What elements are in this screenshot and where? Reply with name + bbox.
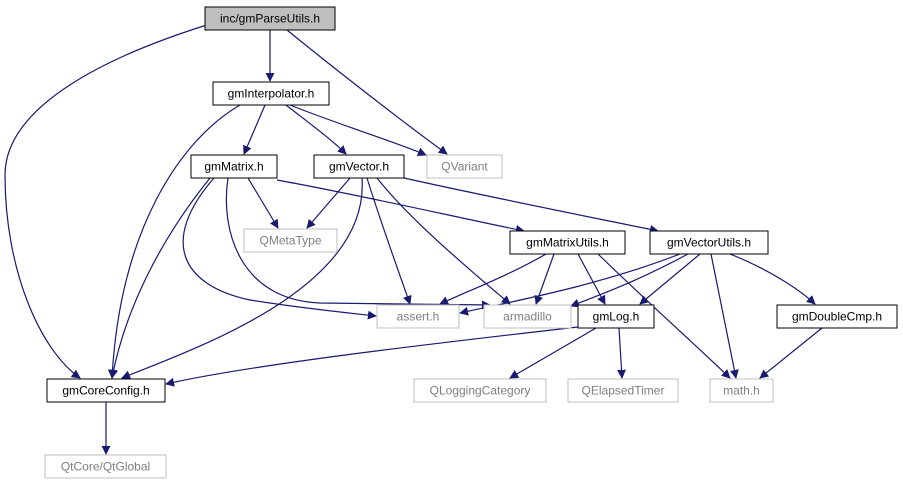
node-qmetatype: QMetaType [243, 228, 338, 253]
edge-matrixutils-to-assert [439, 253, 547, 305]
node-interp[interactable]: gmInterpolator.h [212, 81, 330, 106]
node-label-log: gmLog.h [593, 310, 640, 324]
node-label-doublecmp: gmDoubleCmp.h [792, 310, 882, 324]
edge-vectorutils-to-assert [459, 253, 681, 316]
node-box-doublecmp [776, 304, 898, 329]
node-assert: assert.h [376, 304, 460, 329]
node-box-armadillo [483, 304, 572, 329]
edge-matrixutils-to-armadillo [534, 253, 555, 305]
node-label-qvariant: QVariant [441, 160, 488, 174]
node-box-qelapsed [567, 378, 679, 403]
node-coreconfig[interactable]: gmCoreConfig.h [46, 378, 166, 403]
node-matrixutils[interactable]: gmMatrixUtils.h [509, 230, 626, 255]
node-label-qlogcat: QLoggingCategory [430, 384, 531, 398]
edge-log-to-qlogcat [509, 327, 597, 379]
node-log[interactable]: gmLog.h [577, 304, 655, 329]
node-label-matrixutils: gmMatrixUtils.h [526, 236, 609, 250]
edge-vector-to-coreconfig [121, 177, 363, 380]
edge-vectorutils-to-log [639, 253, 701, 305]
node-qvariant: QVariant [426, 154, 503, 179]
node-label-coreconfig: gmCoreConfig.h [62, 384, 149, 398]
node-parseutils[interactable]: inc/gmParseUtils.h [204, 6, 336, 31]
nodes-layer: inc/gmParseUtils.h gmInterpolator.hQVaria… [44, 6, 898, 479]
edge-interp-to-vector [285, 104, 347, 155]
node-box-qlogcat [413, 378, 547, 403]
node-box-qvariant [426, 154, 503, 179]
edge-parseutils-to-qvariant [286, 29, 448, 155]
node-box-log [577, 304, 655, 329]
edge-vectorutils-to-doublecmp [729, 253, 816, 305]
node-box-math [709, 378, 774, 403]
node-label-qelapsed: QElapsedTimer [582, 384, 665, 398]
edge-vector-to-armadillo [376, 177, 511, 305]
edge-matrix-to-matrixutils [276, 179, 525, 234]
node-label-math: math.h [723, 384, 760, 398]
node-box-qmetatype [243, 228, 338, 253]
node-label-assert: assert.h [397, 310, 440, 324]
node-vector[interactable]: gmVector.h [313, 154, 405, 179]
edge-matrix-to-qmetatype [247, 177, 279, 229]
node-vectorutils[interactable]: gmVectorUtils.h [649, 230, 769, 255]
node-label-qmetatype: QMetaType [259, 234, 321, 248]
edge-interp-to-coreconfig [107, 104, 241, 379]
edge-matrix-to-armadillo [225, 177, 491, 310]
edge-matrix-to-coreconfig [109, 177, 211, 379]
node-box-matrixutils [509, 230, 626, 255]
node-box-interp [212, 81, 330, 106]
node-label-interp: gmInterpolator.h [228, 87, 315, 101]
node-box-vector [313, 154, 405, 179]
edge-interp-to-matrix [243, 104, 266, 155]
edge-matrixutils-to-log [577, 253, 606, 305]
node-box-parseutils [204, 6, 336, 31]
node-box-qtglobal [44, 454, 167, 479]
edge-matrix-to-assert [182, 177, 377, 320]
node-qlogcat: QLoggingCategory [413, 378, 547, 403]
edge-vector-to-qmetatype [306, 177, 351, 229]
node-box-assert [376, 304, 460, 329]
edge-doublecmp-to-math [759, 327, 823, 379]
node-label-matrix: gmMatrix.h [204, 160, 263, 174]
edge-log-to-qelapsed [617, 327, 627, 379]
edge-log-to-coreconfig [165, 326, 579, 387]
edge-vector-to-assert [366, 177, 412, 305]
node-label-qtglobal: QtCore/QtGlobal [61, 460, 150, 474]
edge-matrixutils-to-math [597, 253, 731, 379]
node-armadillo: armadillo [483, 304, 572, 329]
edges-layer [4, 23, 823, 455]
node-qtglobal: QtCore/QtGlobal [44, 454, 167, 479]
edge-vector-to-vectorutils [403, 177, 659, 234]
node-box-vectorutils [649, 230, 769, 255]
node-label-armadillo: armadillo [503, 310, 552, 324]
edge-interp-to-qvariant [289, 104, 427, 157]
node-math: math.h [709, 378, 774, 403]
edge-vectorutils-to-math [710, 253, 739, 379]
node-label-vector: gmVector.h [329, 160, 389, 174]
node-doublecmp[interactable]: gmDoubleCmp.h [776, 304, 898, 329]
edge-parseutils-to-coreconfig [4, 23, 211, 379]
edge-vectorutils-to-armadillo [570, 253, 689, 308]
node-qelapsed: QElapsedTimer [567, 378, 679, 403]
node-box-coreconfig [46, 378, 166, 403]
node-label-parseutils: inc/gmParseUtils.h [220, 12, 320, 26]
node-matrix[interactable]: gmMatrix.h [190, 154, 278, 179]
node-label-vectorutils: gmVectorUtils.h [667, 236, 751, 250]
node-box-matrix [190, 154, 278, 179]
